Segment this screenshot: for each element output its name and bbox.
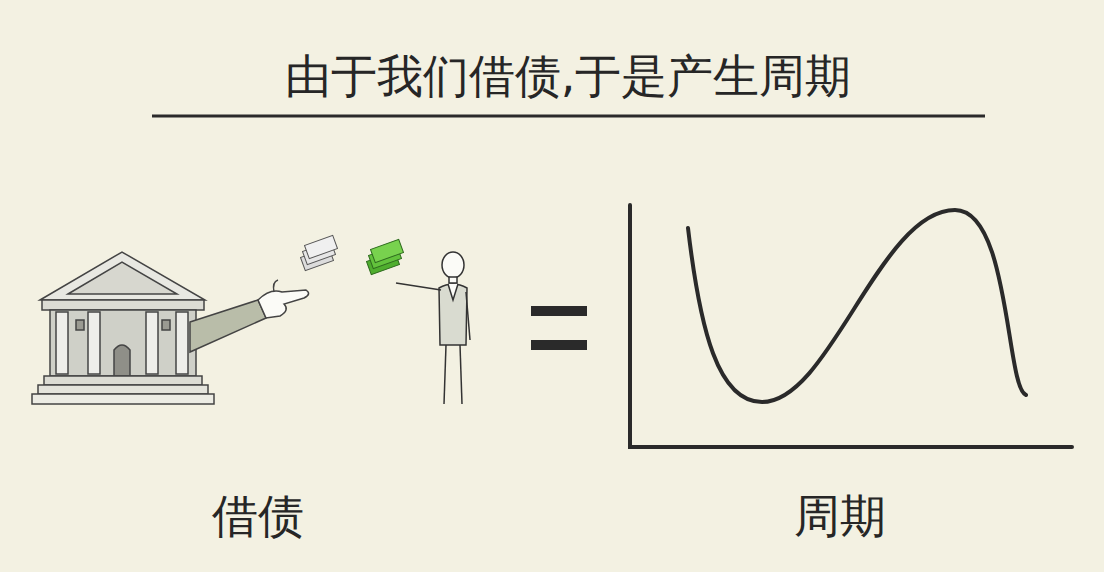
equals-sign bbox=[531, 306, 587, 350]
title-underline bbox=[152, 115, 985, 118]
hand-icon bbox=[190, 280, 309, 352]
figure-label: 周期 bbox=[794, 490, 886, 543]
money-green bbox=[367, 239, 404, 274]
title: 由于我们借债,于是产生周期 bbox=[285, 50, 852, 103]
money-grey bbox=[301, 235, 338, 270]
bank-icon bbox=[32, 252, 214, 404]
cycle-chart bbox=[630, 205, 1072, 447]
figure-label: 借债 bbox=[212, 490, 304, 543]
man-icon bbox=[396, 252, 470, 404]
